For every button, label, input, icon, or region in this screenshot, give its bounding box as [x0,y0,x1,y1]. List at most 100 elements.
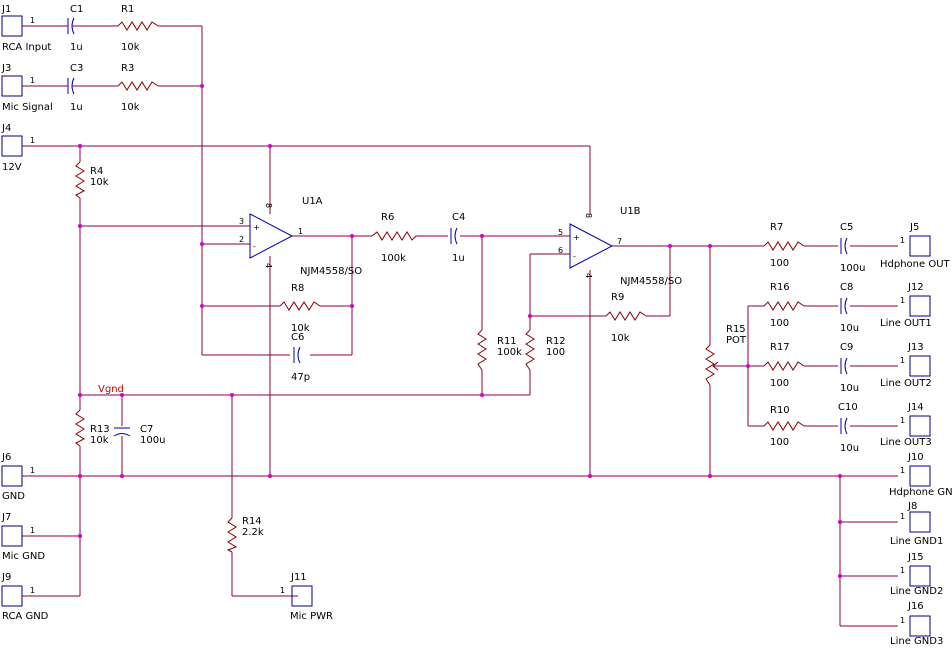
svg-text:R3: R3 [121,63,134,74]
svg-text:C9: C9 [840,342,853,353]
svg-text:J4: J4 [1,123,11,134]
svg-text:Hdphone OUT: Hdphone OUT [880,259,951,270]
svg-text:J7: J7 [1,512,11,523]
svg-text:1: 1 [900,616,905,625]
resistor-R7: R7 100 [763,222,805,269]
svg-text:10k: 10k [121,102,140,113]
svg-text:C3: C3 [70,63,83,74]
junction-dot [120,393,124,397]
resistor-R10: R10 100 [763,405,805,448]
junction-dot [78,474,82,478]
svg-text:Line GND2: Line GND2 [890,586,943,597]
svg-text:R8: R8 [291,283,304,294]
svg-text:1u: 1u [70,42,83,53]
resistor-R11: R11 100k [477,329,522,371]
svg-text:+: + [573,233,580,242]
connector-J1: J1 1 RCA Input [1,4,51,53]
svg-text:C5: C5 [840,222,853,233]
svg-text:1: 1 [30,136,35,145]
junction-dot [350,234,354,238]
svg-text:J5: J5 [909,222,919,233]
junction-dot [838,474,842,478]
svg-text:R4: R4 [90,166,103,177]
resistor-R13: R13 10k [75,409,110,447]
capacitor-C7: C7 100u [113,424,165,446]
junction-dot [668,244,672,248]
svg-text:J14: J14 [907,402,924,413]
svg-text:Mic Signal: Mic Signal [2,102,53,113]
junction-dot [588,474,592,478]
opamp-U1B: + - 5 6 7 8 4 U1B NJM4558/SO [558,206,682,287]
svg-text:C7: C7 [140,424,153,435]
capacitor-C1: C1 1u [60,4,83,53]
svg-text:J8: J8 [907,501,917,512]
svg-text:U1B: U1B [620,206,641,217]
junction-dot [838,520,842,524]
svg-text:NJM4558/SO: NJM4558/SO [620,276,682,287]
junction-dot [78,393,82,397]
svg-text:R14: R14 [242,516,262,527]
svg-text:J1: J1 [1,4,11,15]
connector-J13: J13 1 Line OUT2 [880,342,932,389]
svg-text:1: 1 [900,296,905,305]
connector-J16: J16 1 Line GND3 [890,601,943,647]
svg-text:POT: POT [726,335,747,346]
connector-J15: J15 1 Line GND2 [890,552,943,597]
svg-text:6: 6 [558,246,563,255]
svg-text:10k: 10k [90,435,109,446]
svg-text:J16: J16 [907,601,924,612]
svg-text:2.2k: 2.2k [242,527,264,538]
junction-dot [78,534,82,538]
svg-text:J9: J9 [1,572,11,583]
connector-J8: J8 1 Line GND1 [890,501,943,547]
svg-text:100: 100 [546,347,565,358]
svg-text:C4: C4 [452,212,465,223]
svg-text:10u: 10u [840,443,859,454]
junction-dots [78,84,842,578]
svg-text:R13: R13 [90,424,110,435]
resistor-R14: R14 2.2k [226,516,264,553]
svg-text:1: 1 [900,512,905,521]
svg-text:1: 1 [298,227,303,236]
junction-dot [200,84,204,88]
resistor-R3: R3 10k [117,63,159,113]
junction-dot [708,244,712,248]
svg-text:-: - [573,252,576,261]
svg-text:1: 1 [30,466,35,475]
resistor-R4: R4 10k [75,161,109,199]
svg-text:47p: 47p [291,372,310,383]
svg-text:RCA Input: RCA Input [2,42,51,53]
junction-dot [78,144,82,148]
svg-text:10u: 10u [840,323,859,334]
svg-text:Mic PWR: Mic PWR [290,611,333,622]
svg-text:4: 4 [584,273,593,278]
svg-text:U1A: U1A [302,196,323,207]
junction-dot [268,474,272,478]
svg-text:R6: R6 [381,212,394,223]
svg-text:10k: 10k [611,333,630,344]
junction-dot [838,574,842,578]
junction-dot [746,364,750,368]
svg-text:100: 100 [770,318,789,329]
svg-text:1: 1 [900,356,905,365]
svg-text:3: 3 [239,217,244,226]
svg-text:R11: R11 [497,336,517,347]
svg-text:R12: R12 [546,336,566,347]
connector-J3: J3 1 Mic Signal [1,63,53,113]
svg-text:1: 1 [30,586,35,595]
svg-text:12V: 12V [2,162,22,173]
svg-text:RCA GND: RCA GND [2,611,49,622]
svg-text:1: 1 [900,416,905,425]
svg-text:Line GND1: Line GND1 [890,536,943,547]
junction-dot [480,234,484,238]
svg-text:R9: R9 [611,292,624,303]
junction-dot [528,314,532,318]
connector-J12: J12 1 Line OUT1 [880,282,932,329]
svg-text:R10: R10 [770,405,790,416]
svg-text:100k: 100k [497,347,522,358]
svg-text:J10: J10 [907,452,924,463]
svg-text:100: 100 [770,258,789,269]
svg-text:Line OUT1: Line OUT1 [880,318,932,329]
svg-text:C6: C6 [291,332,304,343]
svg-text:R17: R17 [770,342,790,353]
